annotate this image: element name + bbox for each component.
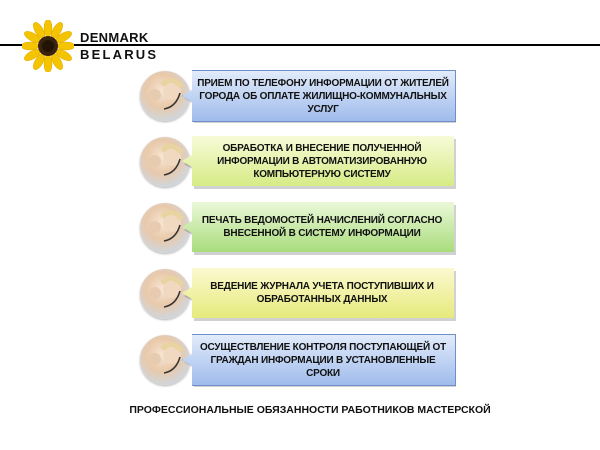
duty-box: ОБРАБОТКА И ВНЕСЕНИЕ ПОЛУЧЕННОЙ ИНФОРМАЦ… bbox=[182, 136, 454, 186]
duty-box: ВЕДЕНИЕ ЖУРНАЛА УЧЕТА ПОСТУПИВШИХ И ОБРА… bbox=[182, 268, 454, 318]
duty-box: ПЕЧАТЬ ВЕДОМОСТЕЙ НАЧИСЛЕНИЙ СОГЛАСНО ВН… bbox=[182, 202, 454, 252]
operator-headset-icon bbox=[140, 335, 190, 385]
duty-text: ПРИЕМ ПО ТЕЛЕФОНУ ИНФОРМАЦИИ ОТ ЖИТЕЛЕЙ … bbox=[197, 77, 449, 115]
duty-text: ПЕЧАТЬ ВЕДОМОСТЕЙ НАЧИСЛЕНИЙ СОГЛАСНО ВН… bbox=[201, 215, 443, 239]
brand-line-1: DENMARK bbox=[80, 30, 149, 45]
slide-caption: ПРОФЕССИОНАЛЬНЫЕ ОБЯЗАННОСТИ РАБОТНИКОВ … bbox=[129, 404, 491, 416]
duty-item: ОСУЩЕСТВЛЕНИЕ КОНТРОЛЯ ПОСТУПАЮЩЕЙ ОТ ГР… bbox=[140, 334, 460, 387]
header-rule bbox=[0, 44, 600, 46]
operator-headset-icon bbox=[140, 137, 190, 187]
operator-headset-icon bbox=[140, 71, 190, 121]
brand-line-2: BELARUS bbox=[80, 47, 159, 62]
duty-text: ОСУЩЕСТВЛЕНИЕ КОНТРОЛЯ ПОСТУПАЮЩЕЙ ОТ ГР… bbox=[199, 341, 447, 379]
duty-item: ОБРАБОТКА И ВНЕСЕНИЕ ПОЛУЧЕННОЙ ИНФОРМАЦ… bbox=[140, 136, 460, 189]
duty-item: ПЕЧАТЬ ВЕДОМОСТЕЙ НАЧИСЛЕНИЙ СОГЛАСНО ВН… bbox=[140, 202, 460, 255]
duty-text: ВЕДЕНИЕ ЖУРНАЛА УЧЕТА ПОСТУПИВШИХ И ОБРА… bbox=[210, 281, 434, 305]
operator-headset-icon bbox=[140, 269, 190, 319]
duty-item: ВЕДЕНИЕ ЖУРНАЛА УЧЕТА ПОСТУПИВШИХ И ОБРА… bbox=[140, 268, 460, 321]
sunflower-logo-icon bbox=[22, 20, 74, 72]
brand-logo-text: DENMARK BELARUS bbox=[80, 30, 158, 62]
operator-headset-icon bbox=[140, 203, 190, 253]
duty-box: ПРИЕМ ПО ТЕЛЕФОНУ ИНФОРМАЦИИ ОТ ЖИТЕЛЕЙ … bbox=[182, 70, 456, 122]
duty-item: ПРИЕМ ПО ТЕЛЕФОНУ ИНФОРМАЦИИ ОТ ЖИТЕЛЕЙ … bbox=[140, 70, 460, 123]
duty-text: ОБРАБОТКА И ВНЕСЕНИЕ ПОЛУЧЕННОЙ ИНФОРМАЦ… bbox=[217, 142, 427, 180]
duty-box: ОСУЩЕСТВЛЕНИЕ КОНТРОЛЯ ПОСТУПАЮЩЕЙ ОТ ГР… bbox=[182, 334, 456, 386]
